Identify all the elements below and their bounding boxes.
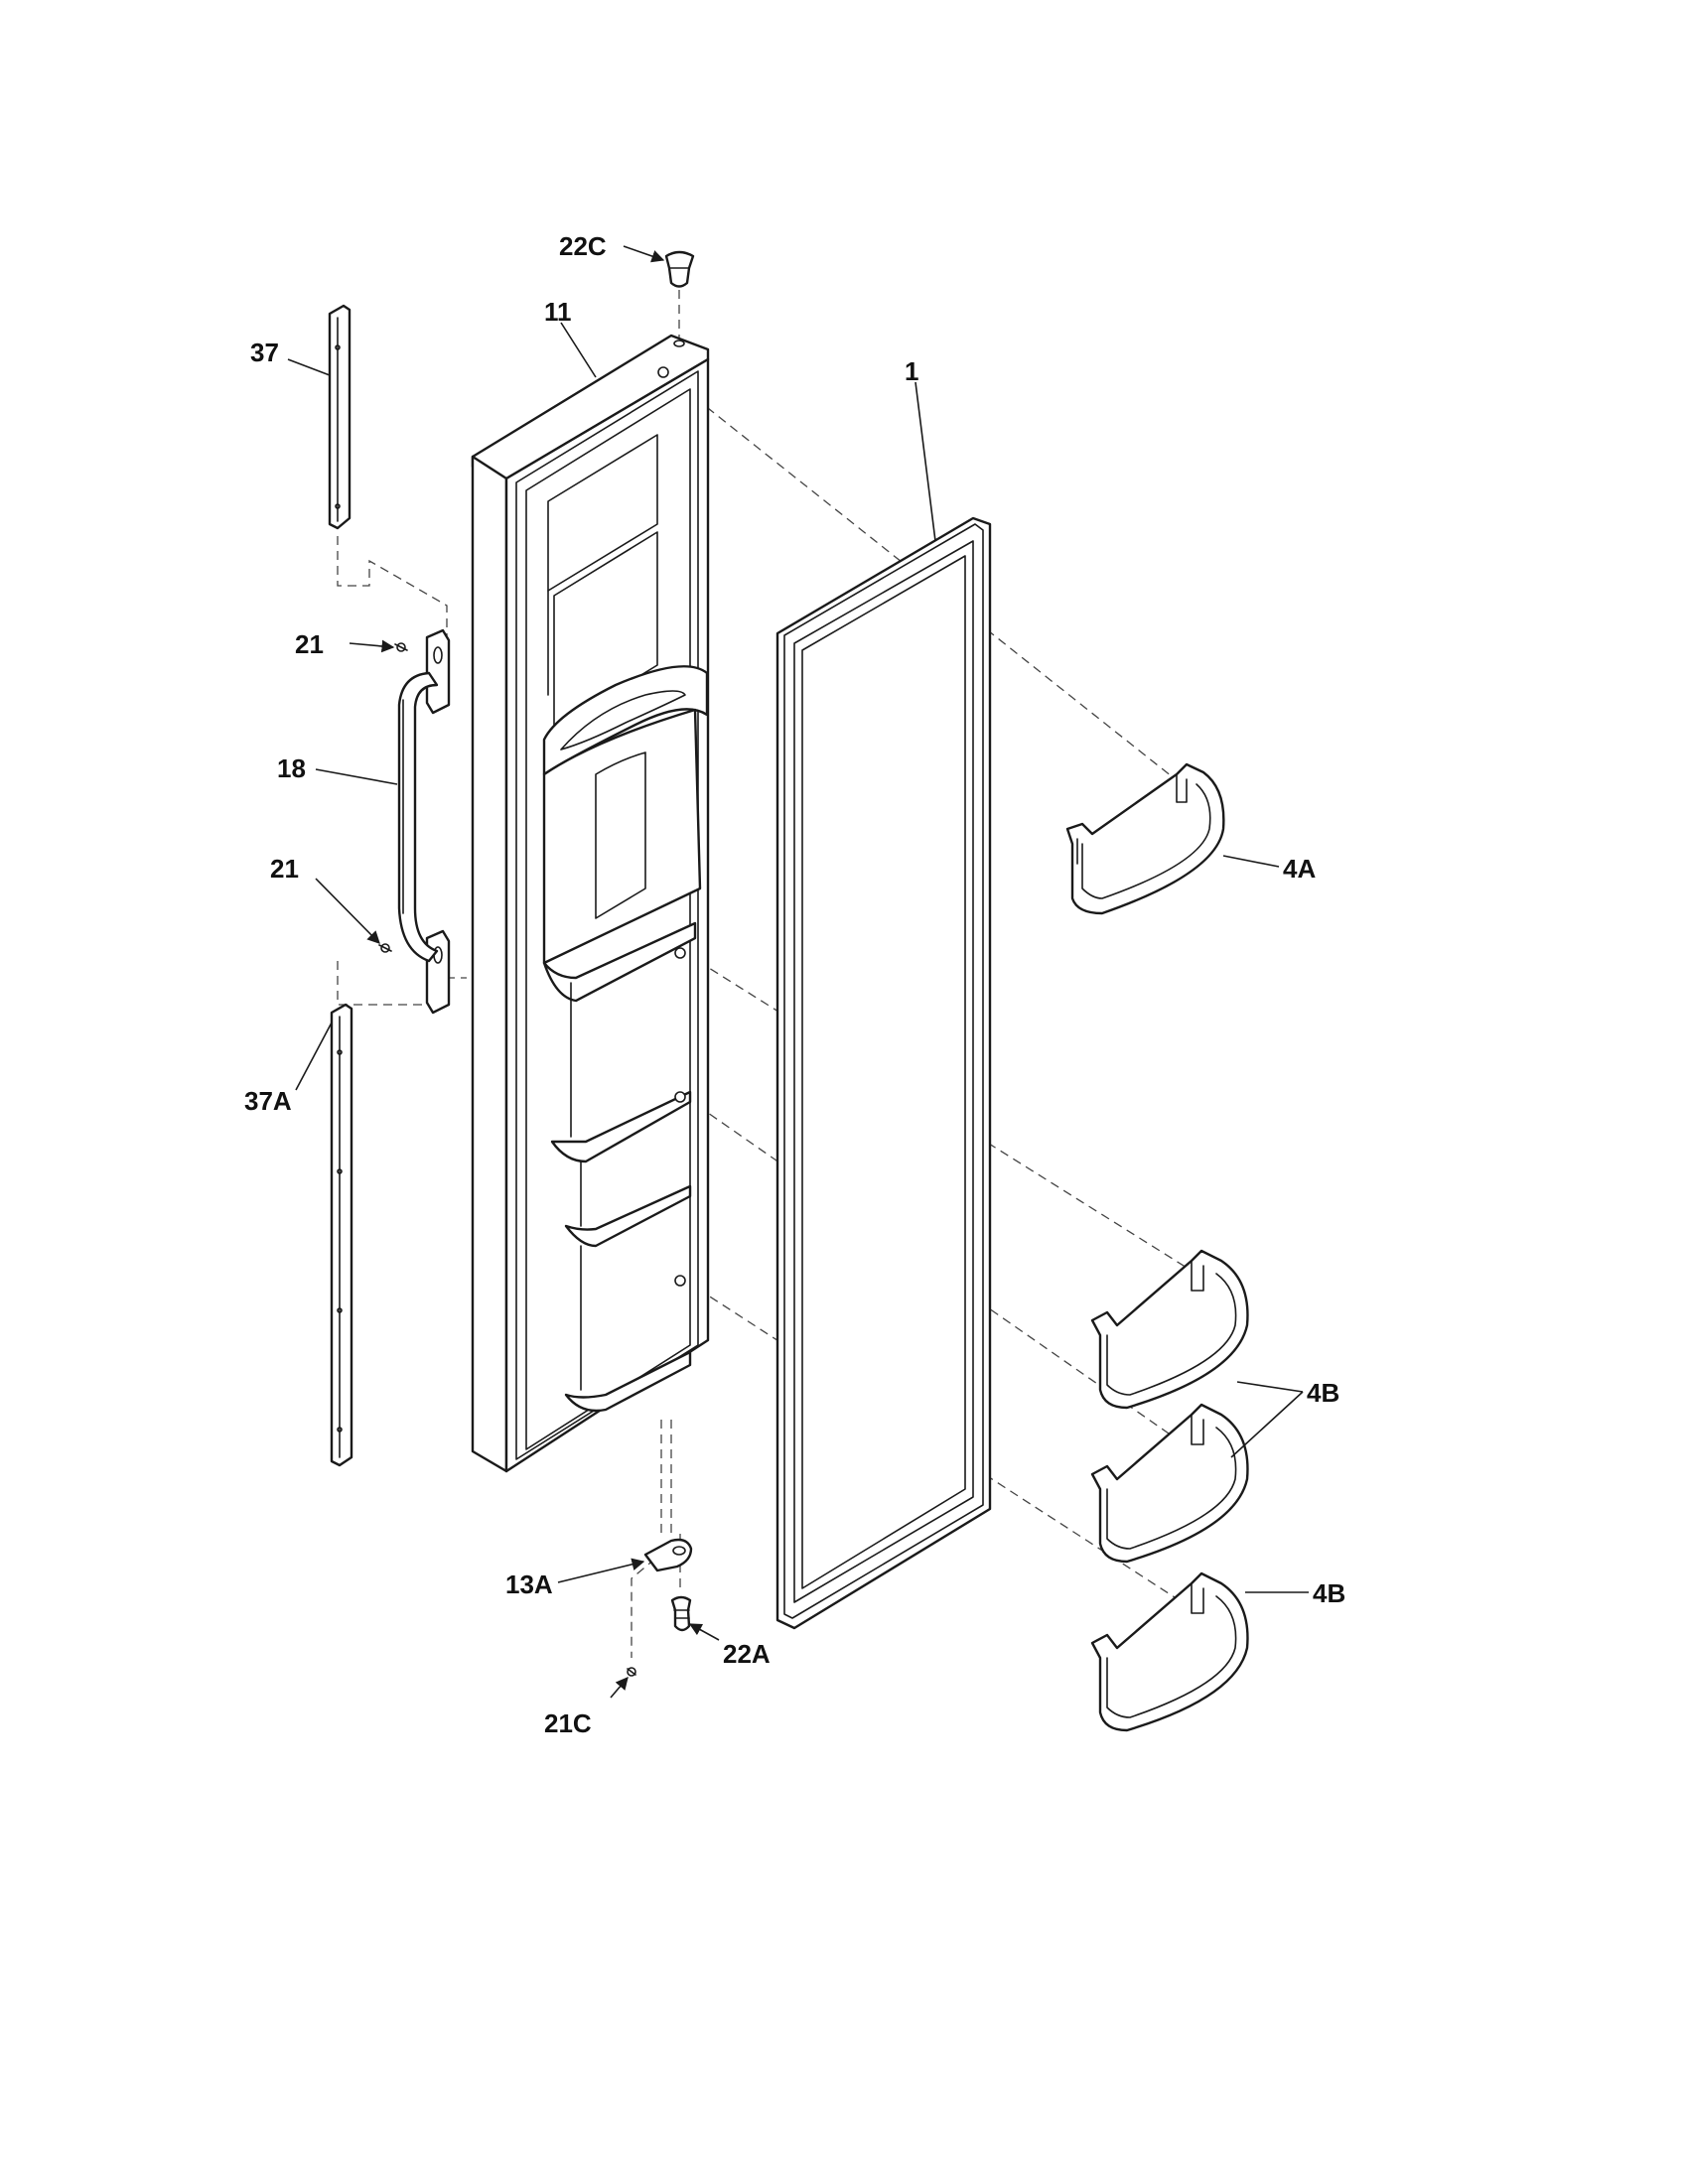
part-4b-door-bin-2 bbox=[1090, 1403, 1249, 1564]
callout-22c: 22C bbox=[559, 231, 607, 261]
leader-lines bbox=[287, 245, 1309, 1699]
part-13a-hinge-bracket bbox=[643, 1538, 693, 1572]
callout-21c: 21C bbox=[544, 1708, 592, 1738]
part-18-door-handle bbox=[397, 628, 451, 1015]
part-21-handle-screw-bottom bbox=[378, 943, 392, 953]
part-1-door-gasket bbox=[775, 516, 992, 1630]
callout-37a: 37A bbox=[244, 1086, 292, 1116]
callout-13a: 13A bbox=[505, 1570, 553, 1599]
callout-18: 18 bbox=[277, 753, 306, 783]
callout-4b-upper: 4B bbox=[1307, 1378, 1339, 1408]
part-4a-door-bin bbox=[1065, 762, 1225, 915]
callout-37: 37 bbox=[250, 338, 279, 367]
part-11-door bbox=[471, 334, 710, 1473]
part-37a-trim-strip-lower bbox=[330, 1003, 353, 1467]
callout-4b-lower: 4B bbox=[1313, 1578, 1345, 1608]
part-4b-door-bin-1 bbox=[1090, 1249, 1249, 1410]
part-37-trim-strip-upper bbox=[328, 304, 352, 530]
assembly-lines bbox=[337, 290, 1193, 1658]
callout-1: 1 bbox=[905, 356, 918, 386]
part-22a-bottom-hinge-pin bbox=[670, 1595, 692, 1632]
part-21-handle-screw-top bbox=[394, 642, 408, 652]
callout-21-top: 21 bbox=[295, 629, 324, 659]
callout-4a: 4A bbox=[1283, 854, 1316, 884]
callout-labels: 22C 11 37 1 21 18 21 4A 37A 4B 13A 4B 22… bbox=[244, 231, 1345, 1738]
part-21c-screw bbox=[627, 1667, 636, 1677]
part-22c-top-hinge-pin bbox=[664, 250, 695, 288]
part-4b-door-bin-3 bbox=[1090, 1571, 1249, 1732]
callout-22a: 22A bbox=[723, 1639, 771, 1669]
callout-21-bottom: 21 bbox=[270, 854, 299, 884]
callout-11: 11 bbox=[544, 297, 572, 327]
